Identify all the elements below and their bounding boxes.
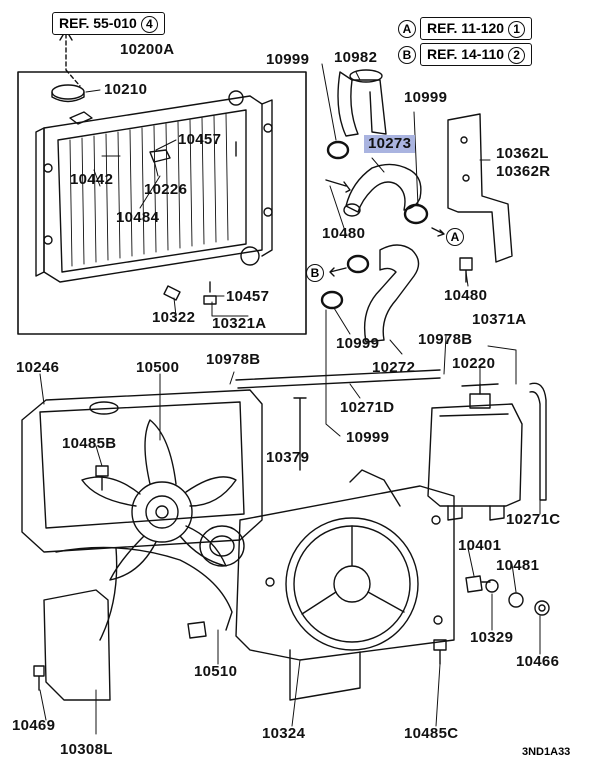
ref-text: REF. 55-010 bbox=[59, 15, 137, 31]
part-label-10999-b: 10999 bbox=[404, 89, 448, 106]
bracket-10362 bbox=[447, 113, 513, 263]
part-label-10226: 10226 bbox=[144, 181, 188, 198]
part-label-10271d: 10271D bbox=[340, 399, 395, 416]
part-label-10200a: 10200A bbox=[120, 41, 175, 58]
radiator-cap-10210 bbox=[51, 84, 85, 100]
ref-letter-a: A bbox=[398, 20, 416, 38]
ref-text: REF. 14-110 bbox=[427, 46, 505, 62]
diagram-code: 3ND1A33 bbox=[522, 746, 571, 758]
part-label-10978b-b: 10978B bbox=[206, 351, 261, 368]
part-label-10371a: 10371A bbox=[472, 311, 527, 328]
part-label-10500: 10500 bbox=[136, 359, 180, 376]
part-label-10484: 10484 bbox=[116, 209, 160, 226]
part-label-10308l: 10308L bbox=[60, 741, 113, 758]
arrow-badge-b: B bbox=[306, 264, 324, 282]
part-label-10246: 10246 bbox=[16, 359, 60, 376]
fan-shroud-10246 bbox=[21, 389, 263, 553]
part-label-10485b: 10485B bbox=[62, 435, 117, 452]
ref-number: 1 bbox=[508, 21, 526, 38]
part-label-10322: 10322 bbox=[152, 309, 196, 326]
ref-letter-b: B bbox=[398, 46, 416, 64]
part-label-10220: 10220 bbox=[452, 355, 496, 372]
part-label-10469: 10469 bbox=[12, 717, 56, 734]
part-label-10210: 10210 bbox=[104, 81, 148, 98]
part-label-10466: 10466 bbox=[516, 653, 560, 670]
radiator-group-box bbox=[17, 71, 307, 335]
part-label-10362l: 10362L bbox=[496, 145, 549, 162]
part-label-10324: 10324 bbox=[262, 725, 306, 742]
part-label-10457: 10457 bbox=[178, 131, 222, 148]
part-label-10321a: 10321A bbox=[212, 315, 267, 332]
part-label-10999-d: 10999 bbox=[346, 429, 390, 446]
part-label-10481: 10481 bbox=[496, 557, 540, 574]
part-label-10982: 10982 bbox=[334, 49, 378, 66]
part-label-10457-b: 10457 bbox=[226, 288, 270, 305]
lower-hose-10272 bbox=[363, 244, 420, 343]
part-label-10485c: 10485C bbox=[404, 725, 459, 742]
part-label-10379: 10379 bbox=[266, 449, 310, 466]
part-label-10271c: 10271C bbox=[506, 511, 561, 528]
hose-10982 bbox=[337, 71, 359, 137]
ref-letter-a-badge: A bbox=[398, 20, 416, 38]
part-label-10999: 10999 bbox=[266, 51, 310, 68]
part-label-10401: 10401 bbox=[458, 537, 502, 554]
ref-number: 2 bbox=[508, 47, 526, 64]
arrow-badge-a: A bbox=[446, 228, 464, 246]
part-label-10272: 10272 bbox=[372, 359, 416, 376]
part-label-10999-c: 10999 bbox=[336, 335, 380, 352]
part-label-10480-b: 10480 bbox=[444, 287, 488, 304]
part-label-10329: 10329 bbox=[470, 629, 514, 646]
part-label-10510: 10510 bbox=[194, 663, 238, 680]
shield-10308L bbox=[43, 589, 111, 701]
upper-hose-10273 bbox=[345, 163, 422, 213]
reservoir-10371A bbox=[427, 403, 523, 507]
part-label-10480: 10480 bbox=[322, 225, 366, 242]
ref-number: 4 bbox=[140, 16, 158, 33]
part-label-10362r: 10362R bbox=[496, 163, 551, 180]
ref-letter-b-badge: B bbox=[398, 46, 416, 64]
part-label-10442: 10442 bbox=[70, 171, 114, 188]
shroud-10324 bbox=[235, 485, 455, 661]
part-label-10273-highlighted: 10273 bbox=[364, 135, 416, 153]
ref-text: REF. 11-120 bbox=[427, 20, 505, 36]
part-label-10978b: 10978B bbox=[418, 331, 473, 348]
